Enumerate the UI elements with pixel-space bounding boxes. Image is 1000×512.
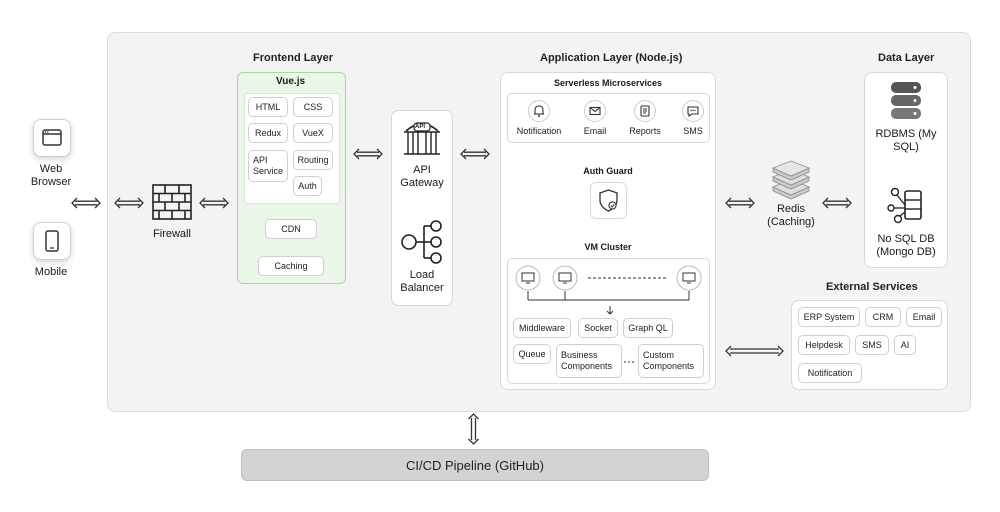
caching-chip: Caching (258, 256, 324, 276)
routing-chip: Routing (293, 150, 333, 170)
helpdesk-chip: Helpdesk (798, 335, 850, 355)
notification-service-icon (528, 100, 550, 122)
business-components-chip: Business Components (556, 344, 622, 378)
web-browser-label: Web Browser (30, 163, 72, 188)
middleware-chip: Middleware (513, 318, 571, 338)
sms-service-label: SMS (683, 126, 703, 136)
vm-node-2-icon (552, 265, 578, 291)
api-gateway-label: API Gateway (400, 164, 444, 189)
notification-chip: Notification (798, 363, 862, 383)
email-chip: Email (906, 307, 942, 327)
notification-service-label: Notification (516, 126, 562, 136)
redux-chip: Redux (248, 123, 288, 143)
api-badge-label: API (414, 124, 425, 130)
css-chip: CSS (293, 97, 333, 117)
email-service-label: Email (583, 126, 607, 136)
data-layer-title: Data Layer (878, 52, 935, 64)
vm-cluster-title: VM Cluster (584, 242, 632, 252)
vuex-chip: VueX (293, 123, 333, 143)
frontend-layer-title: Frontend Layer (253, 52, 334, 64)
custom-components-chip: Custom Components (638, 344, 704, 378)
web-browser-icon (33, 119, 71, 157)
vm-cluster-topology (515, 265, 702, 315)
auth-guard-title: Auth Guard (583, 166, 633, 176)
external-services-title: External Services (826, 281, 918, 293)
firewall-label: Firewall (153, 228, 191, 240)
sms-service-icon (682, 100, 704, 122)
rdbms-database-icon (891, 82, 921, 119)
graphql-chip: Graph QL (623, 318, 673, 338)
sms-chip: SMS (855, 335, 889, 355)
email-service-icon (584, 100, 606, 122)
firewall-icon (152, 184, 192, 220)
auth-guard-icon (590, 182, 627, 219)
crm-chip: CRM (865, 307, 901, 327)
reports-service-icon (634, 100, 656, 122)
components-dash-connector (624, 361, 636, 363)
api-gateway-icon (404, 122, 440, 155)
socket-chip: Socket (578, 318, 618, 338)
erp-system-chip: ERP System (798, 307, 860, 327)
cicd-pipeline-bar: CI/CD Pipeline (GitHub) (241, 449, 709, 481)
mobile-icon (33, 222, 71, 260)
vm-node-1-icon (515, 265, 541, 291)
application-layer-title: Application Layer (Node.js) (540, 52, 683, 64)
rdbms-label: RDBMS (My SQL) (875, 128, 937, 153)
serverless-title: Serverless Microservices (553, 78, 663, 88)
auth-chip: Auth (293, 176, 322, 196)
mobile-label: Mobile (34, 266, 68, 278)
queue-chip: Queue (513, 344, 551, 364)
gateway-column-box (391, 110, 453, 306)
nosql-label: No SQL DB (Mongo DB) (876, 233, 936, 258)
nosql-database-icon (887, 187, 922, 224)
vm-node-3-icon (676, 265, 702, 291)
load-balancer-icon (401, 220, 442, 264)
html-chip: HTML (248, 97, 288, 117)
vuejs-label: Vue.js (275, 76, 306, 87)
api-service-chip: API Service (248, 150, 288, 182)
redis-label: Redis (Caching) (767, 203, 815, 228)
load-balancer-label: Load Balancer (400, 269, 444, 294)
cdn-chip: CDN (265, 219, 317, 239)
ai-chip: AI (894, 335, 916, 355)
reports-service-label: Reports (629, 126, 661, 136)
redis-icon (771, 160, 811, 200)
